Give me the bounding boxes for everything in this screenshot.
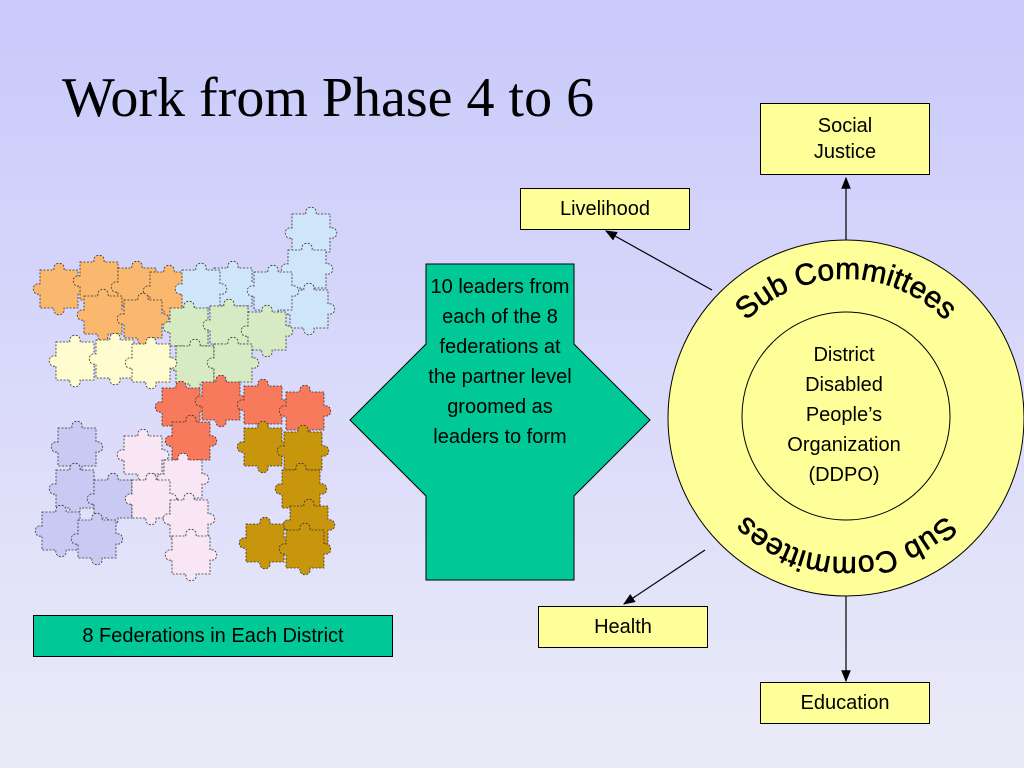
puzzle-piece-icon <box>246 264 300 318</box>
puzzle-piece-icon <box>194 374 248 428</box>
puzzle-piece-icon <box>206 336 260 390</box>
puzzle-piece-icon <box>164 528 218 582</box>
puzzle-piece-icon <box>236 378 290 432</box>
puzzle-piece-icon <box>76 288 130 342</box>
puzzle-piece-icon <box>70 512 124 566</box>
puzzle-piece-icon <box>284 206 338 260</box>
ddpo-line: (DDPO) <box>808 464 880 486</box>
puzzle-piece-icon <box>236 420 290 474</box>
ddpo-line: Organization <box>787 434 901 456</box>
puzzle-piece-icon <box>116 292 170 346</box>
livelihood-box: Livelihood <box>520 188 690 230</box>
ddpo-label: District Disabled People’s Organization … <box>744 340 944 490</box>
puzzle-piece-icon <box>238 516 292 570</box>
social-justice-line: Social <box>817 115 873 137</box>
health-box: Health <box>538 606 708 648</box>
social-justice-line: Justice <box>813 141 877 163</box>
connector-livelihood <box>604 230 713 291</box>
leaders-description: 10 leaders from each of the 8 federation… <box>428 276 572 448</box>
slide-title: Work from Phase 4 to 6 <box>62 67 595 129</box>
double-arrow-shape <box>349 263 651 581</box>
ddpo-line: District <box>813 344 875 366</box>
puzzle-piece-icon <box>32 262 86 316</box>
puzzle-piece-icon <box>50 420 104 474</box>
education-box: Education <box>760 682 930 724</box>
puzzle-piece-icon <box>116 428 170 482</box>
federations-label: 8 Federations in Each District <box>33 615 393 657</box>
ddpo-line: People’s <box>805 404 883 426</box>
ddpo-circle <box>741 311 951 521</box>
connector-health <box>623 549 706 605</box>
ddpo-line: Disabled <box>805 374 883 396</box>
puzzle-piece-icon <box>164 414 218 468</box>
puzzle-piece-icon <box>278 384 332 438</box>
puzzle-piece-icon <box>48 334 102 388</box>
puzzle-piece-icon <box>124 336 178 390</box>
social-justice-box: Social Justice <box>760 103 930 175</box>
puzzle-piece-icon <box>276 424 330 478</box>
puzzle-piece-icon <box>240 304 294 358</box>
puzzle-piece-icon <box>278 522 332 576</box>
puzzle-cluster <box>32 206 338 582</box>
